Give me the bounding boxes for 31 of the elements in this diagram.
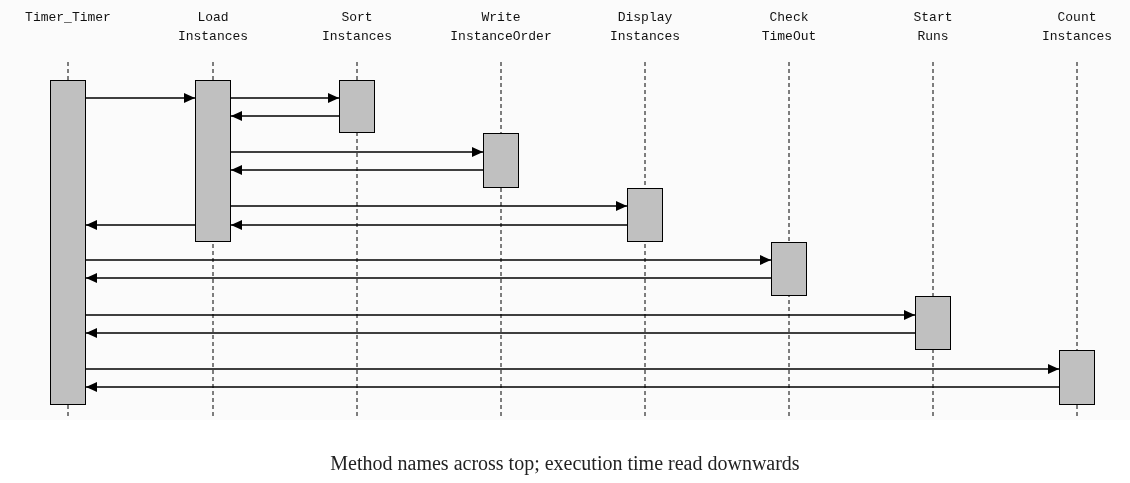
- lifeline-label: Sort Instances: [321, 8, 393, 46]
- activation-bar: [915, 296, 951, 350]
- message-arrow: [85, 328, 916, 338]
- caption: Method names across top; execution time read downwards: [330, 452, 800, 475]
- lifeline-label: Check TimeOut: [761, 8, 817, 46]
- lifeline-label: Start Runs: [913, 8, 953, 46]
- message-arrow: [85, 382, 1060, 392]
- message-arrow: [230, 165, 484, 175]
- lifeline-label: Load Instances: [177, 8, 249, 46]
- message-arrow: [230, 93, 340, 103]
- message-arrow: [85, 255, 772, 265]
- message-arrow: [230, 147, 484, 157]
- activation-bar: [627, 188, 663, 242]
- lifeline-label: Count Instances: [1041, 8, 1113, 46]
- activation-bar: [195, 80, 231, 242]
- message-arrow: [85, 364, 1060, 374]
- message-arrow: [85, 220, 196, 230]
- lifeline-label: Write InstanceOrder: [450, 8, 552, 46]
- lifeline-label: Timer_Timer: [25, 8, 111, 27]
- message-arrow: [85, 273, 772, 283]
- message-arrow: [85, 93, 196, 103]
- activation-bar: [1059, 350, 1095, 405]
- lifeline-label: Display Instances: [609, 8, 681, 46]
- message-arrow: [230, 201, 628, 211]
- message-arrow: [230, 220, 628, 230]
- activation-bar: [339, 80, 375, 133]
- activation-bar: [50, 80, 86, 405]
- activation-bar: [771, 242, 807, 296]
- activation-bar: [483, 133, 519, 188]
- message-arrow: [85, 310, 916, 320]
- message-arrow: [230, 111, 340, 121]
